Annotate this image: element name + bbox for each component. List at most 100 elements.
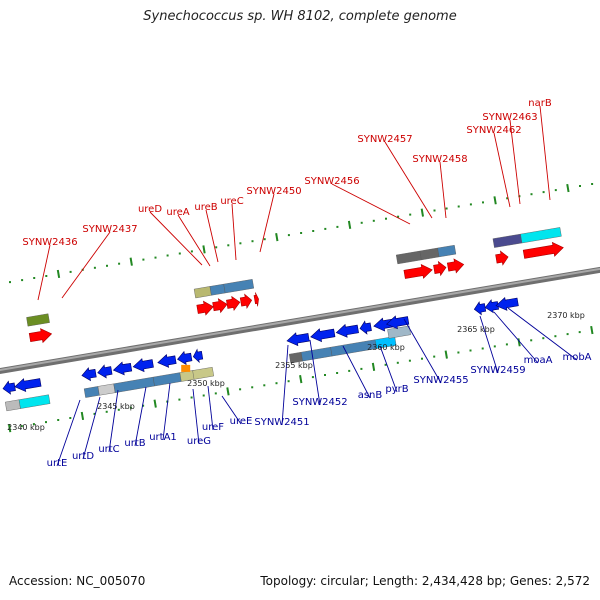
reverse-gene-arrow [286,332,310,347]
scale-tick-minor [505,343,508,346]
scale-tick-minor [433,355,436,358]
gene-label-lower-leader [221,395,242,425]
gene-label-lower: asnB [358,390,383,401]
scale-tick-minor [178,398,181,401]
gene-label-upper: SYNW2450 [246,186,301,197]
gene-label-upper: SYNW2457 [357,134,412,145]
scale-label: 2370 kbp [547,311,585,320]
gene-label-lower: moaA [524,355,553,366]
scale-tick-minor [566,333,569,336]
scale-tick-minor [93,266,96,269]
scale-tick-minor [445,207,448,210]
scale-tick-minor [348,369,351,372]
scale-tick-minor [530,339,533,342]
scale-tick-minor [190,250,193,253]
gene-label-upper: SYNW2462 [466,125,521,136]
scale-tick-minor [542,191,545,194]
scale-tick-minor [300,232,303,234]
reverse-gene-arrow [112,361,133,376]
gene-label-upper: SYNW2437 [82,224,137,235]
scale-tick-minor [263,238,266,241]
reverse-gene-arrow [473,301,487,316]
topology-text: Topology: circular; Length: 2,434,428 bp… [260,574,590,588]
label-leader-layer [37,105,578,467]
reverse-gene-arrow [81,367,97,382]
gene-label-upper-leader [539,105,551,201]
scale-tick-major [517,338,521,347]
scale-tick-minor [105,410,108,413]
scale-tick-major [371,362,376,371]
gene-label-lower: urtD [72,451,94,462]
scale-tick-minor [227,244,230,247]
scale-tick-minor [324,374,326,376]
gene-label-lower-leader [162,382,171,441]
gene-label-lower: mobA [562,352,591,363]
gene-label-upper: narB [528,98,552,109]
gene-label-upper-leader [384,141,433,219]
reverse-gene-arrow [177,350,193,366]
gene-label-lower: urtC [98,444,119,455]
scale-tick-major [202,245,206,254]
reverse-gene-arrow [484,299,500,314]
scale-tick-major [590,325,594,335]
gene-label-lower-leader [342,345,371,399]
scale-tick-major [347,220,352,229]
scale-tick-minor [312,230,315,232]
scale-tick-minor [530,193,533,196]
gene-label-lower: SYNW2452 [292,397,347,408]
forward-gene-arrow [196,300,214,316]
gene-label-lower-leader [479,315,499,374]
reverse-gene-arrow [373,317,395,332]
forward-gene-arrow [403,263,433,279]
domain-bar [26,313,50,327]
reverse-gene-arrow [192,348,204,364]
scale-tick-minor [457,351,460,354]
scale-tick-major [153,399,157,408]
reverse-gene-arrow [157,353,177,368]
scale-tick-minor [251,240,254,243]
scale-label: 2345 kbp [97,402,135,411]
scale-tick-minor [554,335,557,338]
scale-tick-minor [457,205,460,208]
domain-bar [113,376,155,393]
domain-bar [419,247,440,261]
domain-bar [152,372,182,387]
scale-tick-minor [69,417,72,419]
scale-tick-major [275,233,279,242]
forward-gene-arrow [212,298,228,314]
scale-tick-minor [421,357,423,360]
domain-bar [4,399,21,412]
gene-label-lower-leader [192,388,200,445]
gene-label-lower: urtA1 [149,432,177,443]
forward-gene-arrow [446,258,465,274]
scale-tick-minor [154,256,157,259]
domain-bar [192,366,215,380]
domain-bar [520,227,562,244]
scale-tick-major [56,269,61,279]
domain-bar [83,386,100,398]
gene-label-lower: urtB [124,438,145,449]
scale-tick-minor [506,197,509,200]
scale-tick-minor [45,421,47,424]
genome-title: Synechococcus sp. WH 8102, complete geno… [143,9,457,24]
scale-label: 2360 kbp [367,343,405,352]
domain-bar [209,283,226,296]
scale-tick-minor [311,376,314,379]
scale-tick-minor [542,337,545,340]
gene-label-upper-leader [231,203,237,261]
forward-gene-arrow [239,293,253,309]
tick-layer [7,183,594,433]
reverse-gene-arrow [335,323,359,338]
scale-tick-minor [324,227,327,230]
scale-tick-major [444,350,448,359]
gene-label-lower: urtE [47,458,68,469]
scale-tick-minor [117,408,120,411]
scale-tick-minor [396,361,399,364]
scale-tick-minor [9,281,11,284]
gene-label-upper: ureB [194,202,217,213]
domain-bar [300,346,333,362]
scale-label: 2340 kbp [7,423,45,432]
domain-bar [223,279,255,294]
gene-label-upper-leader [509,119,521,205]
